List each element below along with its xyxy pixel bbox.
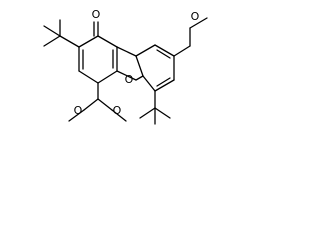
bond: [139, 107, 156, 119]
left-ring: [78, 35, 118, 84]
furan-ring: O: [116, 46, 144, 86]
bond: [59, 35, 80, 48]
methoxy-bottom-left-oxygen: O: [74, 104, 83, 117]
ketal-carbon-bonds: O O: [68, 82, 127, 122]
double-bond: [156, 77, 171, 87]
bond: [97, 98, 113, 111]
carbonyl-oxygen-label: O: [92, 8, 101, 21]
bond: [83, 98, 99, 111]
right-tert-butyl: [139, 90, 171, 125]
bond: [135, 75, 144, 81]
bond: [78, 35, 99, 48]
bond: [189, 17, 208, 29]
bond: [142, 75, 156, 92]
right-benzene-ring: [135, 44, 175, 92]
bond: [173, 45, 191, 57]
bond: [135, 44, 156, 57]
methoxy-bottom-right-oxygen: O: [113, 104, 122, 117]
bond: [135, 55, 144, 77]
carbonyl-group: O: [92, 8, 101, 37]
furan-oxygen-label: O: [125, 73, 134, 86]
bond: [154, 107, 171, 119]
methoxy-top-right-oxygen: O: [191, 10, 200, 23]
bond: [68, 109, 85, 122]
bond: [97, 70, 118, 84]
bond: [43, 25, 61, 37]
bond: [43, 35, 61, 47]
bond: [111, 109, 127, 122]
bond: [78, 70, 99, 84]
bond: [154, 44, 175, 57]
left-tert-butyl: [43, 19, 80, 48]
double-bond: [156, 49, 171, 59]
bond: [116, 46, 137, 57]
top-right-methoxy: O: [173, 10, 208, 57]
bond: [116, 70, 137, 81]
molecule-diagram: O O O O O: [43, 8, 208, 125]
bond: [154, 79, 175, 92]
bond: [97, 35, 118, 48]
